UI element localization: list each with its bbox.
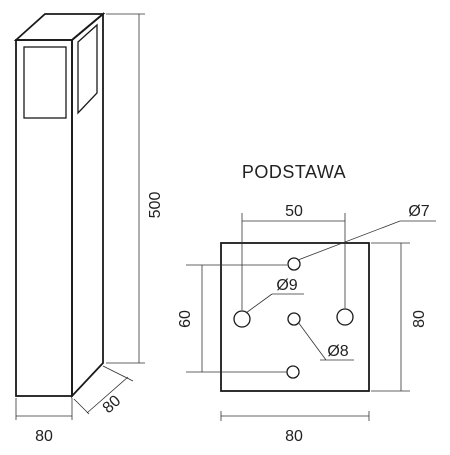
bollard-depth-dimension: 80 — [73, 365, 134, 417]
hole-bottom — [286, 365, 300, 379]
right-height-dimension: 80 — [371, 242, 428, 392]
dia-8-callout: Ø8 — [297, 321, 354, 361]
hole-spacing-dimension: 50 — [241, 203, 346, 310]
right-height-label: 80 — [411, 310, 428, 328]
bollard-front-window — [23, 46, 67, 119]
bollard-top-face — [13, 13, 106, 41]
base-plate — [220, 242, 370, 392]
hole-center — [287, 312, 301, 326]
dia-9-label: Ø9 — [276, 277, 297, 294]
dia-8-label: Ø8 — [327, 343, 348, 360]
left-height-label: 60 — [177, 310, 194, 328]
dia-7-label: Ø7 — [408, 203, 429, 220]
bollard-drawing — [13, 12, 106, 399]
bottom-width-dimension: 80 — [220, 411, 370, 445]
bollard-height-dimension: 500 — [106, 13, 164, 364]
dia-9-callout: Ø9 — [245, 277, 304, 314]
hole-top — [287, 257, 301, 271]
bollard-height-label: 500 — [147, 192, 164, 219]
base-title: PODSTAWA — [242, 162, 346, 182]
hole-right — [336, 308, 354, 326]
bollard-width-dimension: 80 — [15, 398, 73, 445]
hole-left — [233, 310, 251, 328]
hole-spacing-label: 50 — [285, 203, 303, 220]
bollard-width-label: 80 — [35, 428, 53, 445]
bollard-side-window — [77, 23, 98, 115]
bollard-depth-label: 80 — [100, 392, 125, 417]
bollard-side-face — [71, 12, 104, 399]
left-height-dimension: 60 — [177, 264, 287, 373]
dia-7-callout: Ø7 — [297, 203, 436, 261]
bottom-width-label: 80 — [285, 428, 303, 445]
